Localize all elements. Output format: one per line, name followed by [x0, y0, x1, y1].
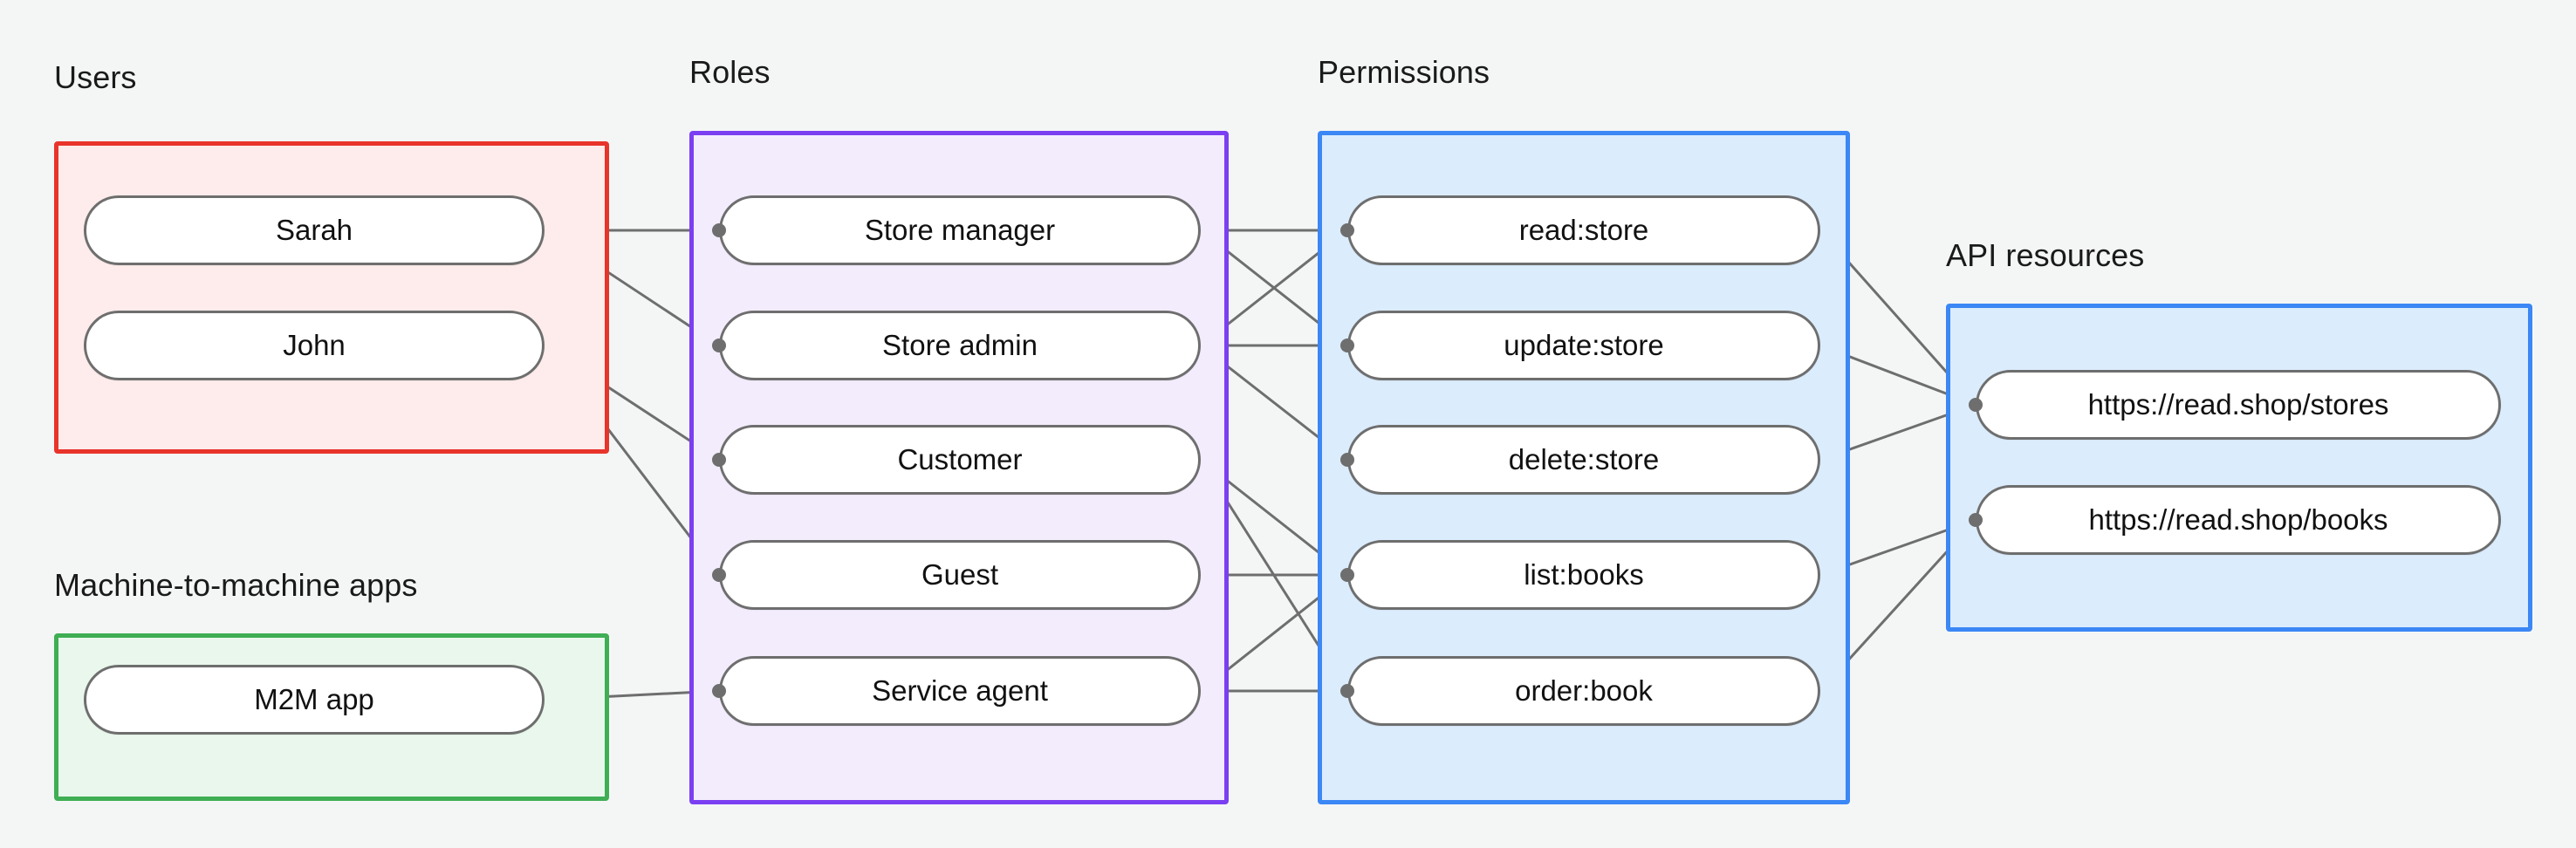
node-read_store[interactable]: read:store: [1347, 195, 1820, 265]
connector-dot-read_store: [1340, 223, 1354, 237]
connector-dot-update_store: [1340, 339, 1354, 352]
group-title-users: Users: [54, 59, 137, 95]
connector-dot-res_books: [1969, 513, 1983, 527]
node-sarah[interactable]: Sarah: [84, 195, 545, 265]
group-box-api_resources: [1946, 304, 2532, 632]
group-title-m2m: Machine-to-machine apps: [54, 567, 418, 603]
node-guest[interactable]: Guest: [719, 540, 1201, 610]
connector-dot-store_manager: [712, 223, 726, 237]
node-res_books[interactable]: https://read.shop/books: [1976, 485, 2501, 555]
connector-dot-delete_store: [1340, 453, 1354, 467]
node-list_books[interactable]: list:books: [1347, 540, 1820, 610]
node-order_book[interactable]: order:book: [1347, 656, 1820, 726]
connector-dot-list_books: [1340, 568, 1354, 582]
group-box-users: [54, 141, 609, 454]
connector-dot-res_stores: [1969, 398, 1983, 412]
connector-dot-order_book: [1340, 684, 1354, 698]
group-title-api_resources: API resources: [1946, 237, 2145, 273]
node-customer[interactable]: Customer: [719, 425, 1201, 495]
connector-dot-service_agent: [712, 684, 726, 698]
node-res_stores[interactable]: https://read.shop/stores: [1976, 370, 2501, 440]
node-service_agent[interactable]: Service agent: [719, 656, 1201, 726]
node-store_admin[interactable]: Store admin: [719, 311, 1201, 380]
group-title-permissions: Permissions: [1318, 54, 1490, 90]
node-store_manager[interactable]: Store manager: [719, 195, 1201, 265]
group-title-roles: Roles: [689, 54, 771, 90]
node-update_store[interactable]: update:store: [1347, 311, 1820, 380]
node-m2m_app[interactable]: M2M app: [84, 665, 545, 735]
connector-dot-customer: [712, 453, 726, 467]
connector-dot-store_admin: [712, 339, 726, 352]
node-john[interactable]: John: [84, 311, 545, 380]
connector-dot-guest: [712, 568, 726, 582]
node-delete_store[interactable]: delete:store: [1347, 425, 1820, 495]
